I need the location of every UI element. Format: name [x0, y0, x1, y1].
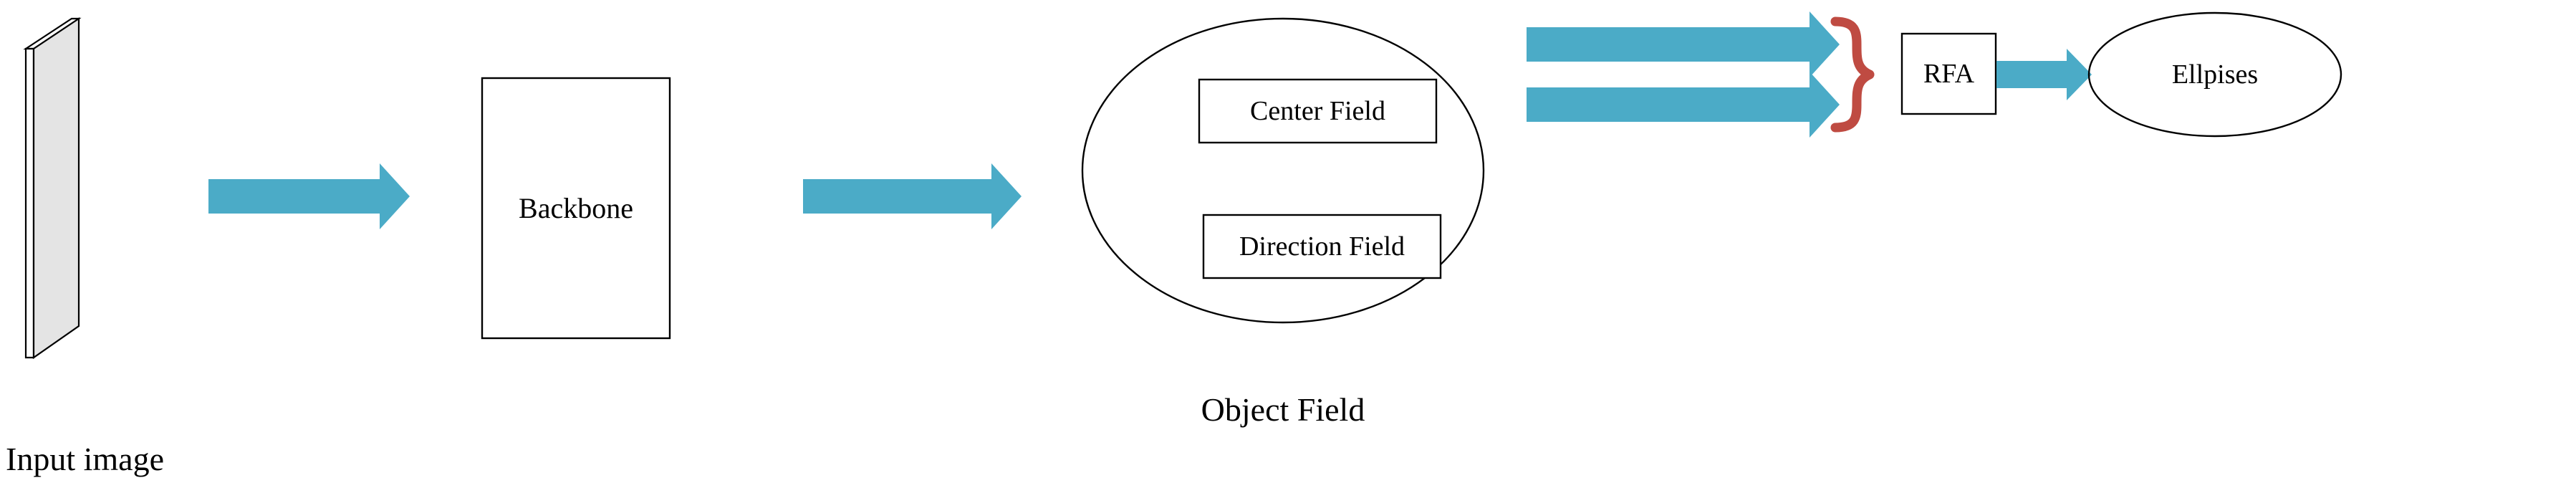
object-field-ellipse-shape	[1081, 17, 1485, 324]
arrow-center-field-to-brace-shape	[1527, 11, 1840, 77]
arrow-input-to-backbone-shape	[208, 163, 410, 229]
merge-brace-shape	[1830, 16, 1875, 133]
arrow-backbone-to-object-field-shape	[803, 163, 1022, 229]
center-field-label: Center Field	[1250, 96, 1385, 126]
ellipses-output-label: Ellpises	[2171, 59, 2259, 90]
backbone-label: Backbone	[519, 192, 633, 224]
object-field-caption: Object Field	[1201, 391, 1365, 428]
rfa-box-shape	[1900, 32, 1997, 115]
direction-field-box-shape	[1202, 214, 1442, 279]
center-field-box-shape	[1198, 78, 1438, 144]
direction-field-label: Direction Field	[1239, 231, 1405, 262]
arrow-rfa-to-ellipses-shape	[1996, 49, 2092, 100]
ellipses-output-ellipse-shape	[2087, 11, 2342, 138]
arrow-direction-field-to-brace-shape	[1527, 72, 1840, 138]
rfa-label: RFA	[1923, 59, 1975, 89]
input-image-caption: Input image	[6, 441, 164, 477]
input-image-slab	[23, 16, 82, 360]
backbone-box-shape	[481, 77, 671, 340]
input-image-slab-side-face	[24, 47, 35, 359]
input-image-slab-front-face	[32, 16, 80, 360]
